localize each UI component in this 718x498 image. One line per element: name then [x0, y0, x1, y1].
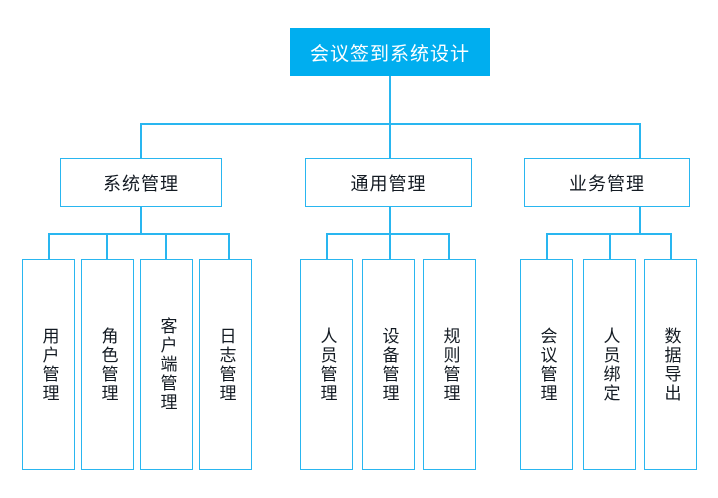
leaf-node-personnel-binding[interactable]: 人员绑定: [583, 259, 636, 470]
leaf-node-label: 用户管理: [39, 326, 59, 403]
connector-branch-0-drop-3: [228, 233, 230, 259]
leaf-node-label: 人员绑定: [600, 326, 620, 403]
connector-branch-1-bus: [326, 233, 450, 235]
leaf-node-label: 设备管理: [379, 326, 399, 403]
leaf-node-label: 日志管理: [216, 326, 236, 403]
branch-node-business-management[interactable]: 业务管理: [524, 158, 690, 207]
connector-branch-0-drop-1: [106, 233, 108, 259]
leaf-node-data-export[interactable]: 数据导出: [644, 259, 697, 470]
leaf-node-client-management[interactable]: 客户端管理: [140, 259, 193, 470]
branch-node-general-management[interactable]: 通用管理: [305, 158, 472, 207]
connector-branch-1-stem: [389, 207, 391, 234]
connector-branch-0-stem: [140, 207, 142, 234]
connector-drop-branch-2: [639, 123, 641, 158]
connector-branch-1-drop-0: [326, 233, 328, 259]
leaf-node-label: 角色管理: [98, 326, 118, 403]
connector-branch-2-drop-1: [609, 233, 611, 259]
connector-branch-2-stem: [639, 207, 641, 234]
connector-drop-branch-0: [140, 123, 142, 158]
branch-node-system-management[interactable]: 系统管理: [60, 158, 222, 207]
connector-branch-0-drop-2: [165, 233, 167, 259]
leaf-node-rule-management[interactable]: 规则管理: [423, 259, 476, 470]
connector-branch-1-drop-1: [389, 233, 391, 259]
leaf-node-label: 会议管理: [537, 326, 557, 403]
connector-branch-0-drop-0: [48, 233, 50, 259]
leaf-node-log-management[interactable]: 日志管理: [199, 259, 252, 470]
leaf-node-user-management[interactable]: 用户管理: [22, 259, 75, 470]
connector-root-stem: [389, 76, 391, 124]
leaf-node-label: 数据导出: [661, 326, 681, 403]
leaf-node-personnel-management[interactable]: 人员管理: [300, 259, 353, 470]
branch-node-label: 通用管理: [350, 173, 427, 194]
leaf-node-label: 规则管理: [440, 326, 460, 403]
leaf-node-device-management[interactable]: 设备管理: [362, 259, 415, 470]
leaf-node-label: 人员管理: [317, 326, 337, 403]
leaf-node-meeting-management[interactable]: 会议管理: [520, 259, 573, 470]
leaf-node-label: 客户端管理: [157, 317, 177, 412]
connector-branch-1-drop-2: [448, 233, 450, 259]
connector-branch-2-drop-0: [546, 233, 548, 259]
root-node-label: 会议签到系统设计: [309, 43, 470, 65]
leaf-node-role-management[interactable]: 角色管理: [81, 259, 134, 470]
connector-branch-0-bus: [48, 233, 230, 235]
branch-node-label: 业务管理: [569, 173, 645, 194]
connector-drop-branch-1: [389, 123, 391, 158]
connector-branch-2-drop-2: [670, 233, 672, 259]
root-node[interactable]: 会议签到系统设计: [290, 28, 490, 76]
branch-node-label: 系统管理: [103, 173, 179, 194]
